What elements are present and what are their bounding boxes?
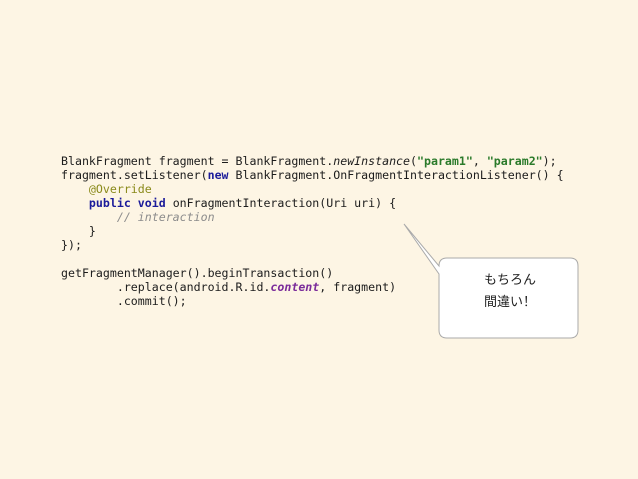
code-token: );: [542, 154, 557, 168]
code-line: [61, 252, 564, 266]
code-token: [131, 196, 138, 210]
code-token: "param2": [486, 154, 543, 168]
code-token: void: [137, 196, 166, 210]
code-line: .replace(android.R.id.content, fragment): [61, 280, 564, 294]
speech-bubble-line-1: もちろん: [483, 273, 536, 288]
code-line: }: [61, 224, 564, 238]
code-token: ,: [472, 154, 487, 168]
code-token: onFragmentInteraction(Uri uri) {: [165, 196, 397, 210]
code-token: content: [270, 280, 320, 294]
code-line: BlankFragment fragment = BlankFragment.n…: [61, 154, 564, 168]
code-line: .commit();: [61, 294, 564, 308]
code-line: getFragmentManager().beginTransaction(): [61, 266, 564, 280]
code-token: BlankFragment fragment = BlankFragment.: [61, 154, 334, 168]
code-token: , fragment): [319, 280, 397, 294]
code-token: }: [61, 224, 96, 238]
code-token: (: [410, 154, 417, 168]
code-token: .replace(android.R.id.: [61, 280, 271, 294]
code-token: [61, 210, 117, 224]
code-snippet: BlankFragment fragment = BlankFragment.n…: [61, 154, 564, 308]
code-token: new: [207, 168, 229, 182]
code-token: getFragmentManager().beginTransaction(): [61, 266, 334, 280]
code-token: // interaction: [116, 210, 215, 224]
code-token: });: [61, 238, 82, 252]
code-token: public: [88, 196, 131, 210]
code-line: // interaction: [61, 210, 564, 224]
code-token: fragment.setListener(: [61, 168, 208, 182]
code-line: @Override: [61, 182, 564, 196]
speech-bubble-text: もちろん 間違い！: [445, 270, 575, 314]
code-token: newInstance: [333, 154, 411, 168]
code-token: .commit();: [61, 294, 187, 308]
code-token: [61, 182, 89, 196]
code-token: "param1": [417, 154, 473, 168]
code-line: });: [61, 238, 564, 252]
code-token: BlankFragment.OnFragmentInteractionListe…: [228, 168, 564, 182]
code-line: fragment.setListener(new BlankFragment.O…: [61, 168, 564, 182]
code-token: [61, 196, 89, 210]
code-line: public void onFragmentInteraction(Uri ur…: [61, 196, 564, 210]
speech-bubble-line-2: 間違い！: [483, 295, 536, 310]
code-token: @Override: [88, 182, 152, 196]
